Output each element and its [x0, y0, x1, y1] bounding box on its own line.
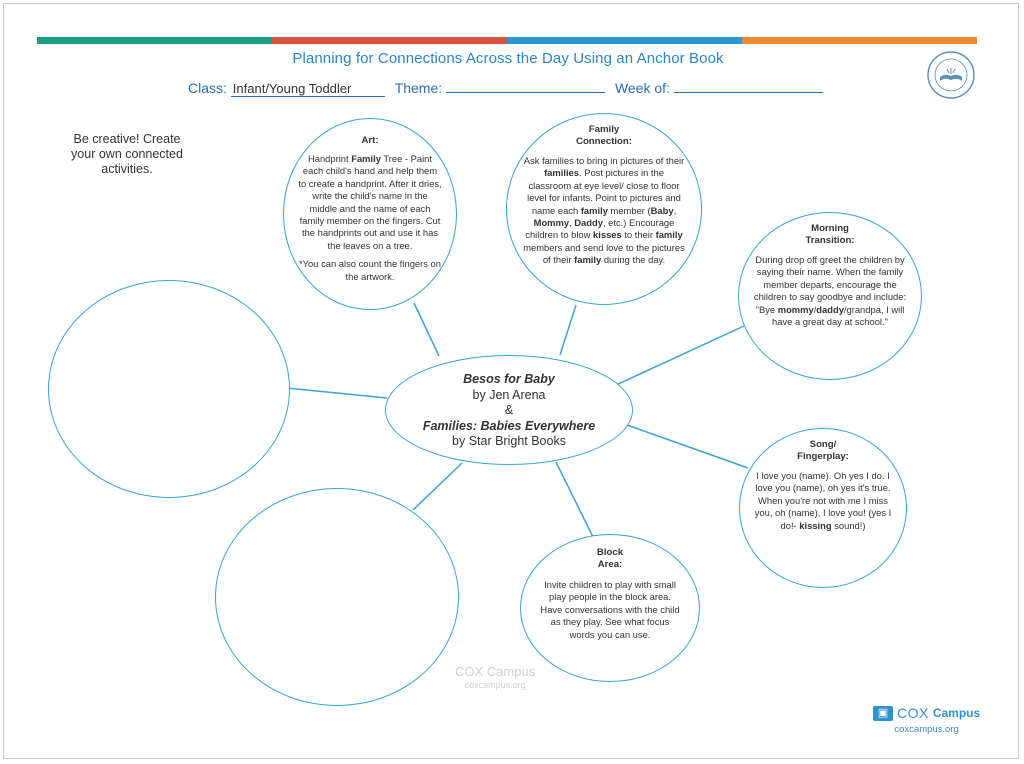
art-body: Handprint Family Tree - Paint each child…: [298, 153, 442, 251]
song-heading: Song/Fingerplay:: [797, 439, 849, 462]
art-note: *You can also count the fingers on the a…: [299, 258, 441, 282]
brand-url[interactable]: coxcampus.org: [894, 724, 959, 735]
creative-note: Be creative! Create your own connected a…: [71, 132, 183, 176]
watermark-brand: COX Campus: [455, 664, 536, 679]
song-body: I love you (name). Oh yes I do. I love y…: [754, 470, 892, 531]
book2-author: by Star Bright Books: [452, 434, 566, 448]
song-fingerplay-bubble: Song/Fingerplay: I love you (name). Oh y…: [739, 428, 907, 588]
book1-title: Besos for Baby: [463, 372, 555, 386]
week-label: Week of:: [614, 80, 670, 96]
ampersand: &: [504, 403, 514, 417]
cox-campus-logo[interactable]: ▣ COX Campus coxcampus.org: [873, 705, 980, 735]
stripe-green: [37, 37, 272, 44]
empty-bubble-bottom-left[interactable]: [215, 488, 459, 706]
theme-field[interactable]: [446, 77, 606, 93]
stripe-blue: [507, 37, 742, 44]
book1-author: by Jen Arena: [472, 387, 546, 402]
stripe-red: [272, 37, 507, 44]
watermark: COX Campus coxcampus.org: [455, 664, 535, 690]
page-frame: [3, 3, 1019, 759]
watermark-url: coxcampus.org: [464, 680, 526, 690]
empty-bubble-left[interactable]: [48, 280, 290, 498]
family-body: Ask families to bring in pictures of the…: [523, 155, 685, 266]
brand-cox: COX: [897, 705, 929, 721]
class-label: Class:: [188, 80, 227, 96]
art-heading: Art:: [361, 135, 379, 146]
block-body: Invite children to play with small play …: [540, 579, 680, 640]
class-theme-week-row: Class: Infant/Young Toddler Theme: Week …: [188, 77, 823, 97]
stripe-orange: [742, 37, 977, 44]
brand-campus: Campus: [932, 706, 981, 720]
anchor-book-oval: Besos for Baby by Jen Arena & Families: …: [385, 355, 633, 465]
page-title: Planning for Connections Across the Day …: [292, 50, 724, 67]
color-stripe: [37, 37, 977, 44]
week-field[interactable]: [673, 77, 823, 93]
morning-body: During drop off greet the children by sa…: [753, 254, 907, 328]
art-bubble: Art: Handprint Family Tree - Paint each …: [283, 118, 457, 310]
class-field[interactable]: Infant/Young Toddler: [230, 81, 385, 97]
book-icon: ▣: [873, 705, 893, 721]
literacy-justice-seal-icon: [927, 51, 975, 99]
book2-title: Families: Babies Everywhere: [422, 418, 596, 433]
theme-label: Theme:: [394, 80, 443, 96]
